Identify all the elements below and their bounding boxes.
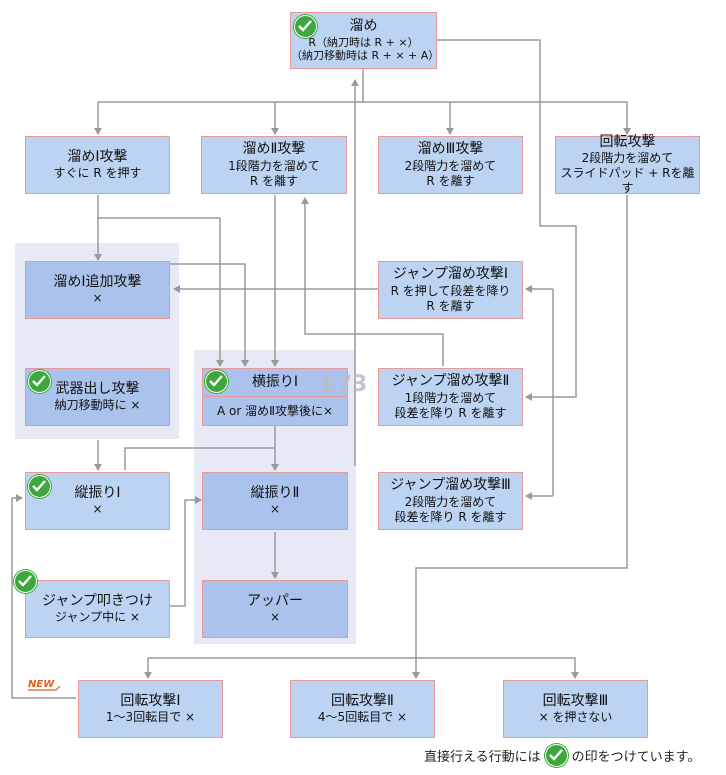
node-jump3-title: ジャンプ溜め攻撃Ⅲ bbox=[390, 477, 511, 494]
node-jump2-line2: 段差を降り R を離す bbox=[394, 405, 507, 420]
node-tate2: 縦振りⅡ × bbox=[202, 472, 348, 530]
node-jump1: ジャンプ溜め攻撃Ⅰ R を押して段差を降り R を離す bbox=[378, 261, 523, 319]
node-kaiten1-line1: 1～3回転目で × bbox=[105, 710, 196, 725]
node-tame1-line1: すぐに R を押す bbox=[53, 166, 142, 181]
node-kaiten2: 回転攻撃Ⅱ 4～5回転目で × bbox=[290, 680, 435, 738]
node-kaiten3: 回転攻撃Ⅲ × を押さない bbox=[503, 680, 648, 738]
node-upper: アッパー × bbox=[202, 580, 348, 638]
node-kaiten2-title: 回転攻撃Ⅱ bbox=[331, 692, 394, 709]
node-tame1: 溜めⅠ攻撃 すぐに R を押す bbox=[25, 136, 170, 194]
node-tame3-title: 溜めⅢ攻撃 bbox=[417, 141, 484, 158]
node-tame2: 溜めⅡ攻撃 1段階力を溜めて R を離す bbox=[201, 136, 347, 194]
node-tame1-add: 溜めⅠ追加攻撃 × bbox=[25, 261, 170, 319]
node-tame1-title: 溜めⅠ攻撃 bbox=[67, 148, 128, 165]
watermark: k73 bbox=[322, 372, 368, 397]
legend-text-before: 直接行える行動には bbox=[424, 750, 541, 765]
node-jumphit: ジャンプ叩きつけ ジャンプ中に × bbox=[25, 580, 170, 638]
node-kaiten1: 回転攻撃Ⅰ 1～3回転目で × bbox=[78, 680, 223, 738]
node-jump2-line1: 1段階力を溜めて bbox=[404, 390, 497, 405]
node-jumphit-line1: ジャンプ中に × bbox=[55, 610, 140, 625]
check-icon bbox=[544, 744, 568, 767]
check-icon bbox=[14, 570, 37, 593]
check-icon bbox=[28, 370, 51, 393]
node-kaiten3-line1: × を押さない bbox=[538, 710, 613, 725]
node-kaiten-line1: 2段階力を溜めて bbox=[581, 151, 674, 166]
node-kaiten-line2: スライドパッド + Rを離す bbox=[560, 166, 695, 196]
node-tame1-add-title: 溜めⅠ追加攻撃 bbox=[53, 273, 142, 290]
node-jump3-line1: 2段階力を溜めて bbox=[404, 494, 497, 509]
check-icon bbox=[28, 475, 51, 498]
node-tate1-title: 縦振りⅠ bbox=[74, 484, 121, 501]
node-tame2-line2: R を離す bbox=[249, 173, 299, 188]
node-jump3-line2: 段差を降り R を離す bbox=[394, 509, 507, 524]
node-kaiten2-line1: 4～5回転目で × bbox=[317, 710, 408, 725]
legend: 直接行える行動には の印をつけています。 bbox=[424, 744, 700, 767]
node-tame-line1: R（納刀時は R + ×） bbox=[308, 35, 419, 49]
node-tate1-line1: × bbox=[92, 502, 103, 517]
node-kaiten-title: 回転攻撃 bbox=[599, 133, 656, 150]
node-kaiten3-title: 回転攻撃Ⅲ bbox=[542, 692, 609, 709]
node-jump3: ジャンプ溜め攻撃Ⅲ 2段階力を溜めて 段差を降り R を離す bbox=[378, 472, 523, 530]
node-yoko-title: 横振りⅠ bbox=[251, 373, 299, 390]
node-yoko-line1: A or 溜めⅡ攻撃後に× bbox=[216, 403, 334, 418]
node-jumphit-title: ジャンプ叩きつけ bbox=[42, 592, 153, 609]
node-upper-line1: × bbox=[269, 610, 281, 625]
new-badge: NEW bbox=[28, 679, 55, 690]
node-yoko-sub: A or 溜めⅡ攻撃後に× bbox=[202, 397, 348, 426]
node-upper-title: アッパー bbox=[247, 592, 303, 609]
check-icon bbox=[205, 370, 228, 393]
node-buki-line1: 納刀移動時に × bbox=[54, 398, 141, 413]
node-tame-title: 溜め bbox=[349, 18, 378, 34]
node-tame-line2: （納刀移動時は R + × + A） bbox=[291, 49, 440, 63]
node-jump2-title: ジャンプ溜め攻撃Ⅱ bbox=[391, 373, 510, 390]
node-tate2-title: 縦振りⅡ bbox=[250, 484, 300, 501]
node-jump1-line1: R を押して段差を降り bbox=[390, 283, 511, 298]
node-jump2: ジャンプ溜め攻撃Ⅱ 1段階力を溜めて 段差を降り R を離す bbox=[378, 368, 523, 426]
node-tame3: 溜めⅢ攻撃 2段階力を溜めて R を離す bbox=[378, 136, 523, 194]
node-kaiten1-title: 回転攻撃Ⅰ bbox=[120, 692, 181, 709]
node-jump1-title: ジャンプ溜め攻撃Ⅰ bbox=[392, 266, 508, 283]
check-icon bbox=[294, 15, 317, 38]
node-buki-title: 武器出し攻撃 bbox=[55, 380, 140, 397]
legend-text-after: の印をつけています。 bbox=[571, 750, 701, 765]
node-tame1-add-line1: × bbox=[92, 291, 103, 306]
node-tame3-line1: 2段階力を溜めて bbox=[404, 158, 497, 173]
node-tame2-line1: 1段階力を溜めて bbox=[228, 158, 320, 173]
node-tame2-title: 溜めⅡ攻撃 bbox=[242, 141, 306, 158]
node-tate2-line1: × bbox=[269, 502, 281, 517]
node-jump1-line2: R を離す bbox=[426, 298, 475, 313]
node-kaiten: 回転攻撃 2段階力を溜めて スライドパッド + Rを離す bbox=[555, 133, 700, 196]
node-tame3-line2: R を離す bbox=[426, 173, 475, 188]
node-buki: 武器出し攻撃 納刀移動時に × bbox=[25, 368, 170, 426]
